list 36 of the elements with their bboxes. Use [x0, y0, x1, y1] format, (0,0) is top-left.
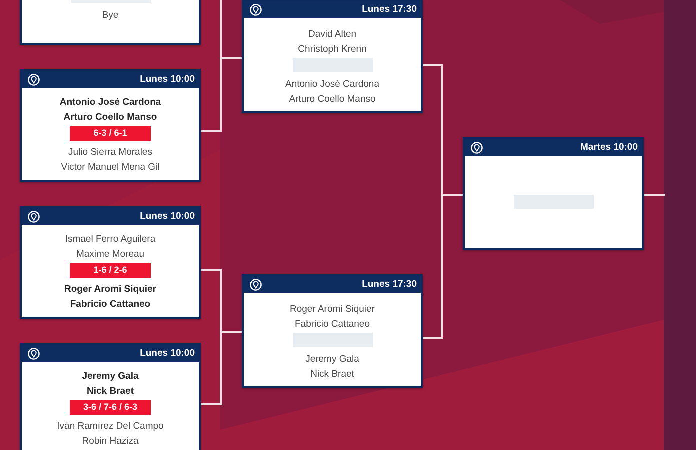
- player-name: Antonio José Cardona: [60, 96, 162, 110]
- player-name: Arturo Coello Manso: [289, 92, 376, 106]
- match-score: 1-6 / 2-6: [70, 263, 151, 278]
- player-name: Fabricio Cattaneo: [295, 318, 370, 332]
- match-time: Lunes 10:00: [140, 73, 195, 87]
- match-card: [20, 69, 201, 182]
- player-name: Roger Aromi Siquier: [290, 303, 375, 317]
- player-name: Victor Manuel Mena Gil: [61, 160, 160, 174]
- player-name: Nick Braet: [310, 368, 354, 382]
- match-time: Lunes 17:30: [362, 278, 417, 292]
- match-time: Martes 10:00: [580, 141, 638, 155]
- match-time: Lunes 17:30: [362, 3, 417, 17]
- player-name: Ismael Ferro Aguilera: [65, 233, 156, 247]
- player-name: Antonio José Cardona: [285, 78, 380, 92]
- player-name: Jeremy Gala: [306, 353, 360, 367]
- player-name: Bye: [102, 9, 119, 23]
- player-name: Arturo Coello Manso: [64, 110, 158, 124]
- bracket-connector: [423, 194, 463, 339]
- player-name: Julio Sierra Morales: [68, 146, 152, 160]
- match-score: 3-6 / 7-6 / 6-3: [70, 400, 151, 415]
- match-card: [242, 0, 423, 113]
- player-name: Roger Aromi Siquier: [64, 283, 157, 297]
- match-card: [20, 206, 201, 319]
- match-time: Lunes 10:00: [140, 210, 195, 224]
- player-name: Iván Ramírez Del Campo: [57, 420, 164, 434]
- player-name: David Alten: [308, 28, 357, 42]
- player-name: Christoph Krenn: [298, 42, 367, 56]
- player-name: Nick Braet: [87, 384, 134, 398]
- player-name: Robin Haziza: [82, 434, 139, 448]
- player-name: Maxime Moreau: [76, 248, 145, 262]
- player-name: Fabricio Cattaneo: [70, 298, 151, 312]
- match-card: [242, 274, 423, 388]
- player-name: Jeremy Gala: [82, 370, 139, 384]
- match-card: [20, 343, 201, 450]
- match-score: 6-3 / 6-1: [70, 126, 151, 141]
- match-time: Lunes 10:00: [140, 347, 195, 361]
